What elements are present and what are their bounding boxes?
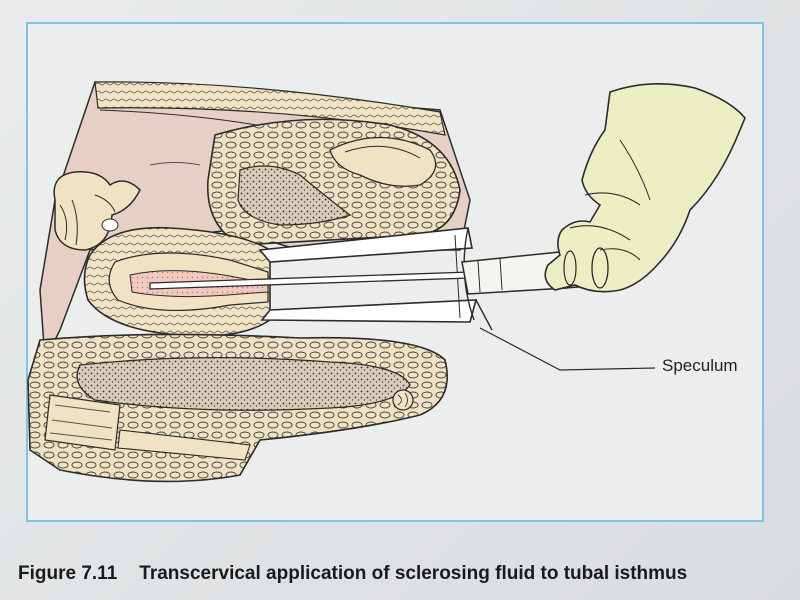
- speculum-label: Speculum: [662, 356, 738, 375]
- figure-caption-text: Transcervical application of sclerosing …: [139, 563, 688, 584]
- lower-organs: [27, 333, 449, 483]
- speculum: [258, 227, 493, 331]
- upper-organ: [206, 118, 461, 246]
- figure-caption: Figure 7.11 Transcervical application of …: [18, 563, 687, 585]
- figure-number: Figure 7.11: [18, 563, 118, 584]
- ovary-fimbria: [53, 171, 141, 251]
- gloved-hand: [544, 83, 746, 293]
- speculum-leader-line: [479, 327, 656, 371]
